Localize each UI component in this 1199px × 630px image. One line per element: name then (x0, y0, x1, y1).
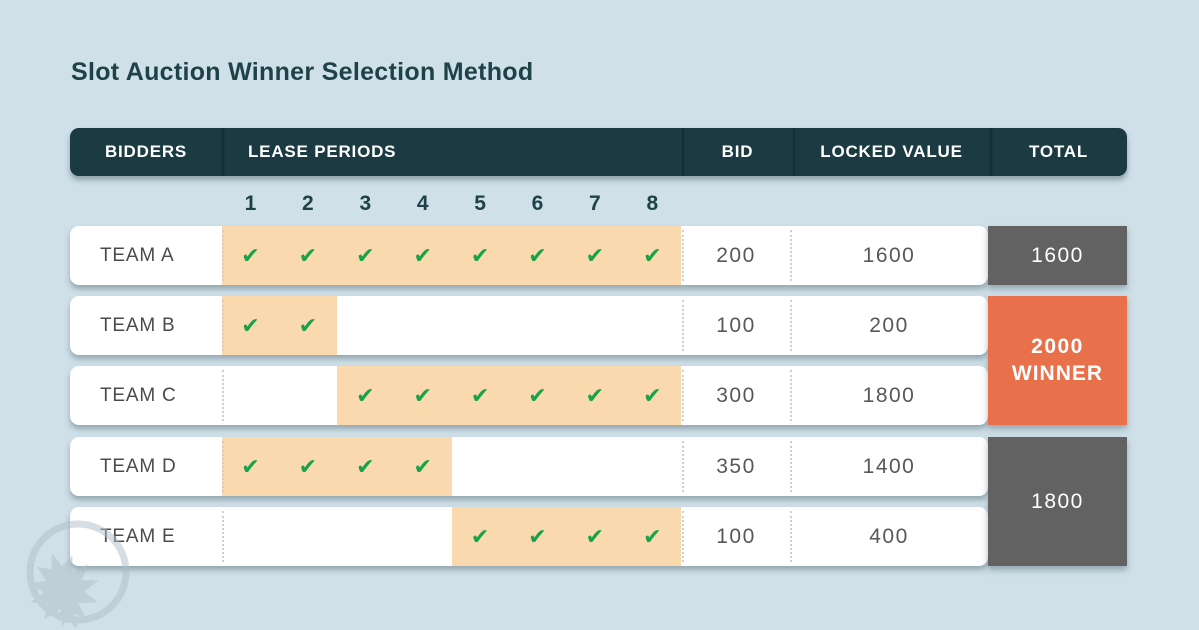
column-divider (682, 511, 684, 562)
check-icon: ✔ (643, 523, 662, 549)
highlighted-periods (222, 437, 452, 496)
locked-value: 1400 (862, 454, 916, 478)
lease-periods-strip: ✔ ✔ ✔ ✔ (222, 507, 682, 566)
team-name: TEAM C (100, 384, 177, 406)
highlighted-periods (336, 366, 682, 425)
header-bidders: BIDDERS (104, 142, 188, 161)
column-divider (790, 511, 792, 562)
period-number: 4 (416, 192, 429, 215)
period-numbers-row: 1 2 3 4 5 6 7 8 (222, 188, 682, 220)
header-divider (990, 128, 993, 176)
total-block: 1600 (988, 226, 1127, 285)
column-divider (222, 230, 224, 281)
locked-value: 400 (869, 524, 909, 548)
check-icon: ✔ (241, 312, 260, 338)
period-number: 1 (244, 192, 257, 215)
highlighted-periods (222, 226, 682, 285)
check-icon: ✔ (528, 523, 547, 549)
check-icon: ✔ (413, 242, 432, 268)
bid-value: 350 (716, 454, 756, 478)
bid-value: 200 (716, 243, 756, 267)
check-icon: ✔ (585, 382, 605, 408)
team-name: TEAM A (100, 244, 175, 266)
check-icon: ✔ (643, 382, 662, 408)
column-divider (790, 300, 792, 351)
winner-label: WINNER (1011, 362, 1104, 385)
check-icon: ✔ (241, 453, 260, 479)
header-divider (222, 128, 225, 176)
locked-value: 1600 (862, 243, 916, 267)
column-divider (222, 300, 224, 351)
period-number: 5 (474, 192, 486, 215)
check-icon: ✔ (356, 453, 375, 479)
header-locked-value: LOCKED VALUE (820, 142, 963, 161)
check-icon: ✔ (298, 242, 318, 268)
header-total: TOTAL (1028, 142, 1089, 161)
lease-periods-strip: ✔ ✔ ✔ ✔ ✔ ✔ ✔ ✔ (222, 226, 682, 285)
column-divider (790, 370, 792, 421)
total-value: 1800 (1031, 489, 1084, 513)
total-value: 2000 (1031, 335, 1084, 358)
column-divider (222, 441, 224, 492)
period-number: 7 (589, 192, 601, 215)
table-header: BIDDERS LEASE PERIODS BID LOCKED VALUE T… (70, 128, 1127, 176)
table-row: TEAM C ✔ ✔ ✔ ✔ ✔ ✔ 300 1800 (70, 366, 988, 425)
maple-leaf-watermark-icon (26, 520, 130, 628)
period-number: 3 (359, 192, 372, 215)
header-bid: BID (721, 142, 754, 161)
lease-periods-strip: ✔ ✔ ✔ ✔ (222, 437, 682, 496)
period-number: 8 (646, 192, 659, 215)
bid-value: 300 (716, 383, 756, 407)
total-value: 1600 (1031, 243, 1084, 267)
check-icon: ✔ (298, 312, 318, 338)
period-number: 2 (302, 192, 314, 215)
page-title: Slot Auction Winner Selection Method (71, 58, 534, 86)
total-block: 1800 (988, 437, 1127, 566)
check-icon: ✔ (356, 382, 375, 408)
bid-value: 100 (716, 313, 756, 337)
highlighted-periods (451, 507, 682, 566)
check-icon: ✔ (298, 453, 318, 479)
column-divider (682, 300, 684, 351)
check-icon: ✔ (470, 523, 490, 549)
header-divider (682, 128, 685, 176)
team-name: TEAM B (100, 314, 176, 336)
header-lease-periods: LEASE PERIODS (248, 142, 397, 161)
column-divider (790, 441, 792, 492)
column-divider (222, 370, 224, 421)
locked-value: 1800 (862, 383, 916, 407)
check-icon: ✔ (470, 242, 490, 268)
column-divider (682, 441, 684, 492)
column-divider (222, 511, 224, 562)
highlighted-periods (222, 296, 337, 355)
check-icon: ✔ (356, 242, 375, 268)
column-divider (682, 370, 684, 421)
team-name: TEAM D (100, 455, 177, 477)
check-icon: ✔ (470, 382, 490, 408)
period-number: 6 (531, 192, 544, 215)
table-row: TEAM A ✔ ✔ ✔ ✔ ✔ ✔ ✔ ✔ 200 1600 (70, 226, 988, 285)
bid-value: 100 (716, 524, 756, 548)
lease-periods-strip: ✔ ✔ ✔ ✔ ✔ ✔ (222, 366, 682, 425)
check-icon: ✔ (585, 523, 605, 549)
lease-periods-strip: ✔✔ (222, 296, 682, 355)
column-divider (790, 230, 792, 281)
table-row: TEAM D ✔ ✔ ✔ ✔ 350 1400 (70, 437, 988, 496)
check-icon: ✔ (528, 242, 547, 268)
check-icon: ✔ (643, 242, 662, 268)
locked-value: 200 (869, 313, 909, 337)
check-icon: ✔ (528, 382, 547, 408)
header-divider (793, 128, 796, 176)
check-icon: ✔ (413, 453, 432, 479)
column-divider (682, 230, 684, 281)
check-icon: ✔ (241, 242, 260, 268)
check-icon: ✔ (413, 382, 432, 408)
check-icon: ✔ (585, 242, 605, 268)
